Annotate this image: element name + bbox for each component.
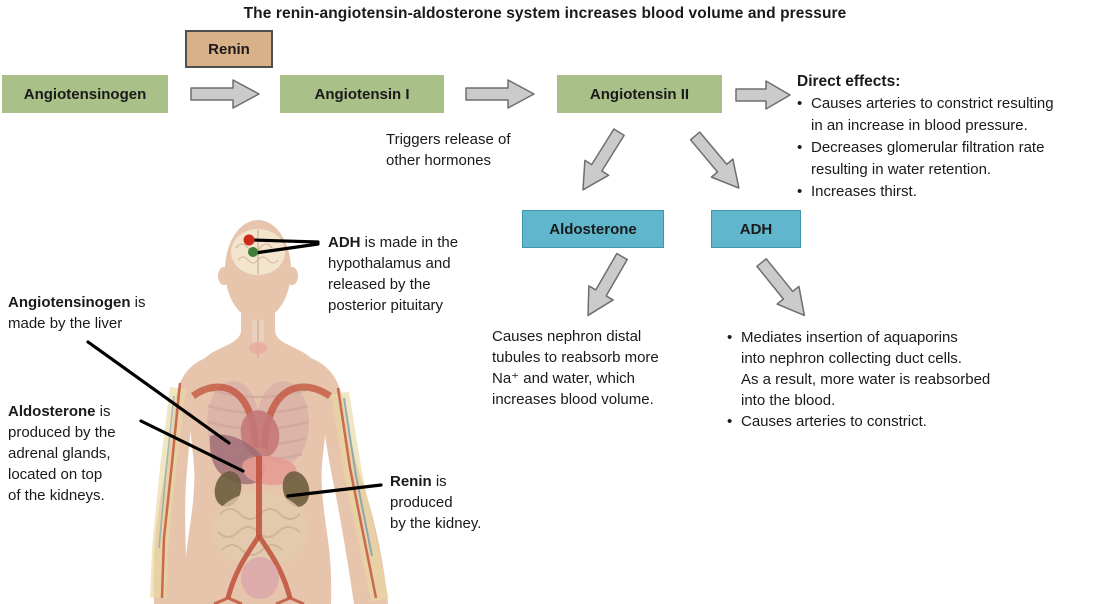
adh-effects-bullet: •Causes arteries to constrict. (727, 413, 927, 430)
angiotensin-i-label: Angiotensin I (314, 85, 410, 103)
angiotensinogen-label: Angiotensinogen (23, 85, 147, 103)
direct-effects: Direct effects: •Causes arteries to cons… (797, 71, 1117, 203)
aldosterone-annotation: Aldosterone is produced by the adrenal g… (8, 403, 116, 504)
aldosterone-effect-line: increases blood volume. (492, 391, 654, 408)
aldosterone-box: Aldosterone (522, 210, 664, 248)
adh-effects-bullet: •Mediates insertion of aquaporins (727, 329, 958, 346)
bullet-icon: • (727, 413, 733, 430)
angiotensin-i-box: Angiotensin I (280, 75, 444, 113)
adh-effects-line: As a result, more water is reabsorbed (741, 371, 991, 388)
angiotensin-ii-box: Angiotensin II (557, 75, 722, 113)
angiotensin-ii-label: Angiotensin II (589, 85, 690, 103)
angiotensinogen-annotation: Angiotensinogen is made by the liver (8, 294, 146, 332)
adh-label: ADH (739, 220, 773, 238)
angiotensinogen-box: Angiotensinogen (2, 75, 168, 113)
bullet-icon: • (797, 95, 803, 112)
arrow-angiotensinogen-to-angiotensin-i-icon (190, 79, 260, 109)
aldosterone-effect-line: Causes nephron distal (492, 328, 642, 345)
direct-effects-bullet: •Causes arteries to constrict resulting (797, 93, 1117, 115)
arrow-angiotensin-ii-to-effects-icon (735, 80, 791, 110)
triggers-note-line: other hormones (386, 152, 492, 169)
direct-effects-bullet: •Increases thirst. (797, 181, 1117, 203)
aldosterone-label: Aldosterone (549, 220, 637, 238)
adh-box: ADH (711, 210, 801, 248)
bullet-icon: • (727, 329, 733, 346)
adh-effects: •Mediates insertion of aquaporins into n… (727, 327, 1067, 432)
direct-effects-bullet: •Decreases glomerular filtration rate (797, 137, 1117, 159)
triggers-note-line: Triggers release of (386, 131, 511, 148)
aldosterone-effect: Causes nephron distal tubules to reabsor… (492, 326, 659, 410)
direct-effects-line: in an increase in blood pressure. (811, 117, 1028, 134)
triggers-note: Triggers release of other hormones (386, 129, 511, 171)
renin-box: Renin (185, 30, 273, 68)
adh-annotation: ADH is made in the hypothalamus and rele… (328, 234, 459, 314)
bullet-icon: • (797, 183, 803, 200)
diagram-title: The renin-angiotensin-aldosterone system… (243, 5, 847, 22)
adh-effects-line: into the blood. (741, 392, 836, 409)
aldosterone-effect-line: tubules to reabsorb more (492, 349, 659, 366)
direct-effects-heading: Direct effects: (797, 73, 901, 90)
direct-effects-line: resulting in water retention. (811, 161, 992, 178)
adh-effects-line: into nephron collecting duct cells. (741, 350, 962, 367)
bullet-icon: • (797, 139, 803, 156)
arrow-to-adh-icon (689, 131, 740, 189)
arrow-to-aldosterone-icon (582, 128, 625, 191)
renin-annotation: Renin is produced by the kidney. (390, 473, 482, 532)
aldosterone-effect-line: Na⁺ and water, which (492, 370, 635, 387)
arrow-adh-effect-icon (756, 258, 806, 317)
arrow-aldosterone-effect-icon (587, 252, 628, 317)
renin-label: Renin (208, 40, 250, 58)
arrow-angiotensin-i-to-ii-icon (465, 79, 535, 109)
